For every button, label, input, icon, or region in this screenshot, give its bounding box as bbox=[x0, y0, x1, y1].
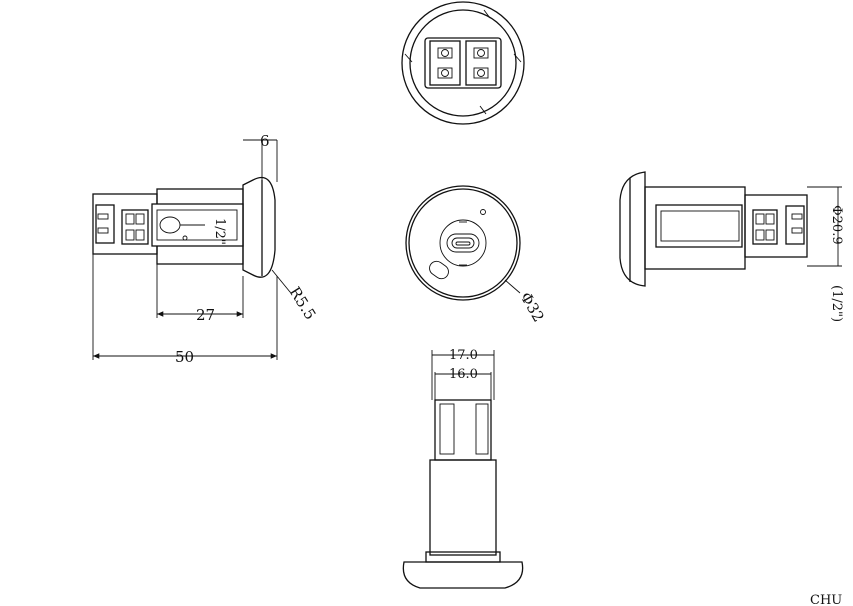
top-view bbox=[401, 1, 525, 125]
dim-thread-length: 27 bbox=[196, 306, 215, 324]
footer-fragment: CHU bbox=[810, 593, 842, 606]
dim-face-diameter: Φ32 bbox=[517, 289, 548, 325]
dim-overall-length: 50 bbox=[175, 348, 194, 366]
dim-thread-diameter: Φ20.9 bbox=[829, 205, 844, 245]
left-side-view: 1/2" 6 27 50 R5.5 bbox=[92, 132, 320, 366]
right-side-view: Φ20.9 (1/2") bbox=[619, 171, 844, 322]
bottom-view: 17.0 16.0 CHU bbox=[402, 348, 842, 606]
dim-body-width-outer: 17.0 bbox=[449, 348, 478, 363]
body-marking: 1/2" bbox=[212, 218, 227, 245]
front-view: Φ32 bbox=[405, 185, 548, 325]
dim-body-width-inner: 16.0 bbox=[449, 367, 478, 382]
dim-thread-size: (1/2") bbox=[829, 285, 844, 322]
dim-flange-thickness: 6 bbox=[260, 132, 270, 150]
dim-flange-radius: R5.5 bbox=[286, 284, 320, 323]
